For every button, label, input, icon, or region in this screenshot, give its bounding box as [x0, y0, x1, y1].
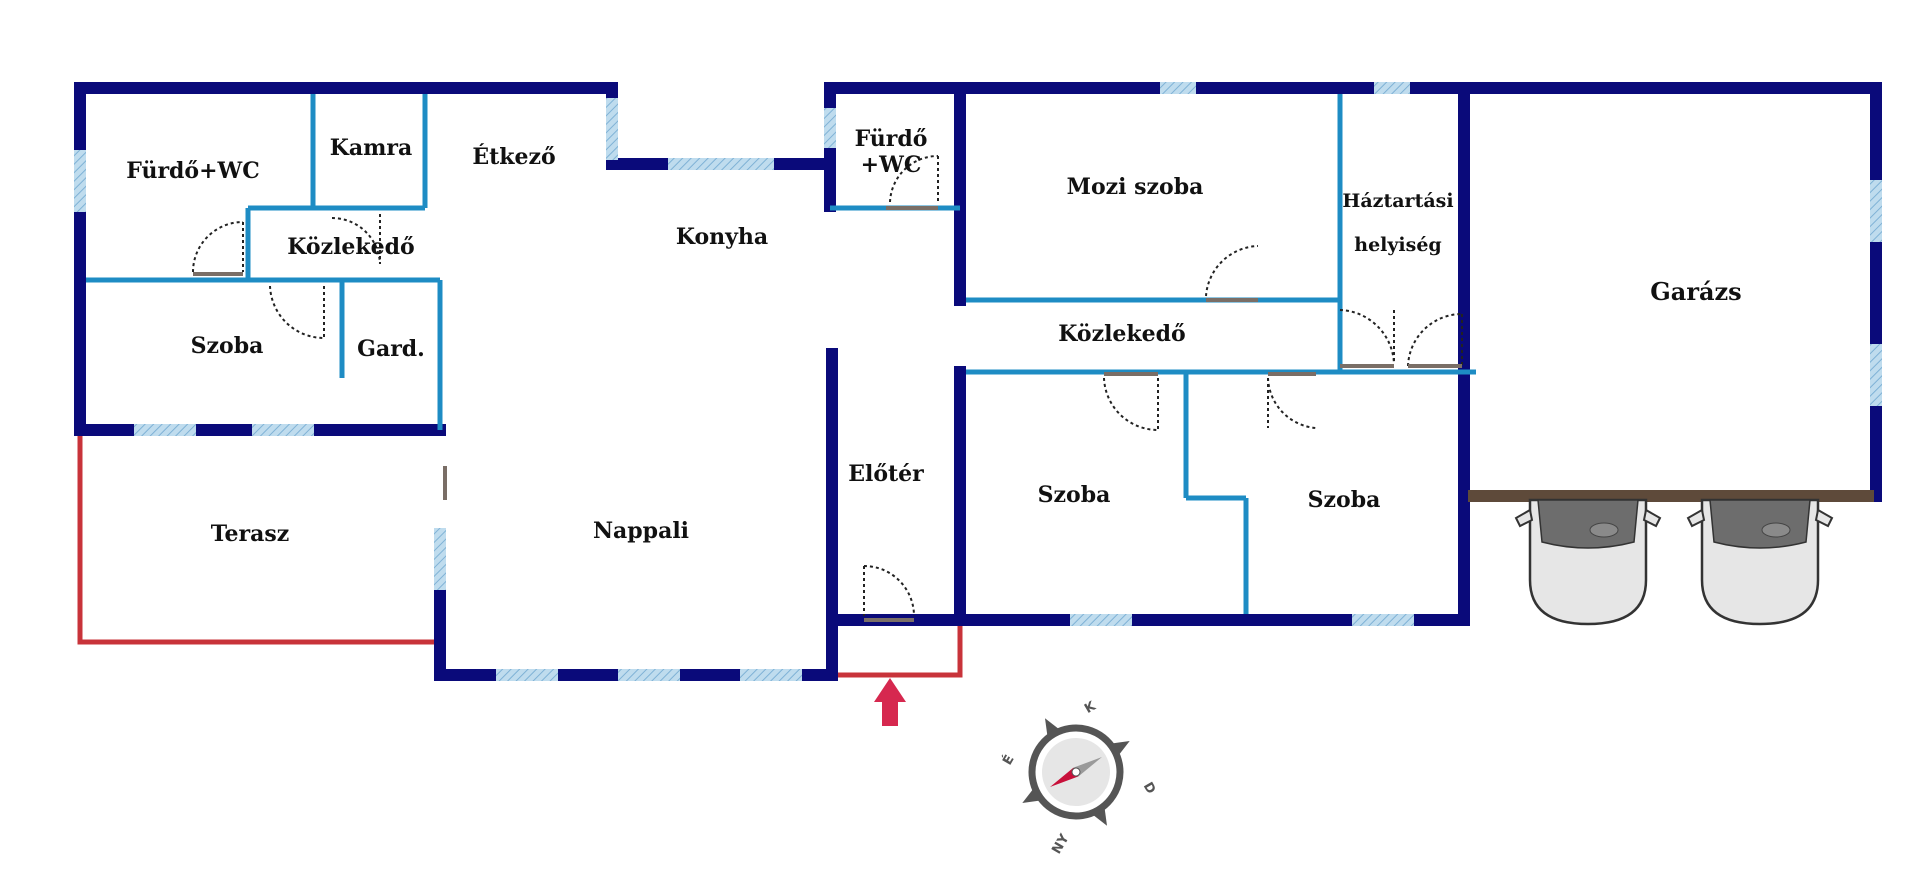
room-label-nappali: Nappali [593, 518, 689, 544]
entrance-step [838, 620, 963, 678]
room-labels: Fürdő+WC Kamra Étkező Fürdő +WC Mozi szo… [126, 126, 1741, 547]
car-icon [1514, 498, 1662, 626]
room-label-furdo-wc-2-line2: +WC [861, 152, 922, 178]
room-label-furdo-wc: Fürdő+WC [126, 158, 260, 184]
entrance-arrow-icon [874, 678, 906, 726]
compass-north: K [1082, 698, 1099, 716]
room-label-furdo-wc-2: Fürdő [855, 126, 928, 152]
room-label-kozlekedo-1: Közlekedő [287, 234, 414, 260]
door-swings [192, 154, 1463, 617]
inner-walls [86, 94, 1476, 614]
room-label-gard: Gard. [357, 336, 425, 362]
door-leaves [242, 156, 1463, 616]
room-label-helyiseg: helyiség [1354, 234, 1441, 256]
windows [74, 82, 1882, 681]
compass-west: É [999, 752, 1017, 768]
room-label-szoba-2: Szoba [1038, 482, 1111, 508]
room-label-szoba-1: Szoba [191, 333, 264, 359]
door-sills [193, 206, 1462, 622]
room-label-terasz: Terasz [211, 521, 290, 547]
terrace-outline [77, 434, 434, 645]
room-label-garazs: Garázs [1650, 277, 1741, 306]
room-label-eloter: Előtér [848, 461, 924, 487]
room-label-konyha: Konyha [676, 224, 768, 250]
room-label-kozlekedo-2: Közlekedő [1058, 321, 1185, 347]
room-label-szoba-3: Szoba [1308, 487, 1381, 513]
compass-south: NY [1049, 831, 1072, 857]
room-label-mozi-szoba: Mozi szoba [1067, 174, 1204, 200]
room-label-kamra: Kamra [330, 135, 413, 161]
room-label-etkezo: Étkező [472, 143, 555, 170]
room-label-haztartasi: Háztartási [1342, 190, 1453, 212]
compass-icon [1022, 718, 1130, 826]
car-icon [1686, 498, 1834, 626]
compass-east: D [1140, 780, 1158, 797]
